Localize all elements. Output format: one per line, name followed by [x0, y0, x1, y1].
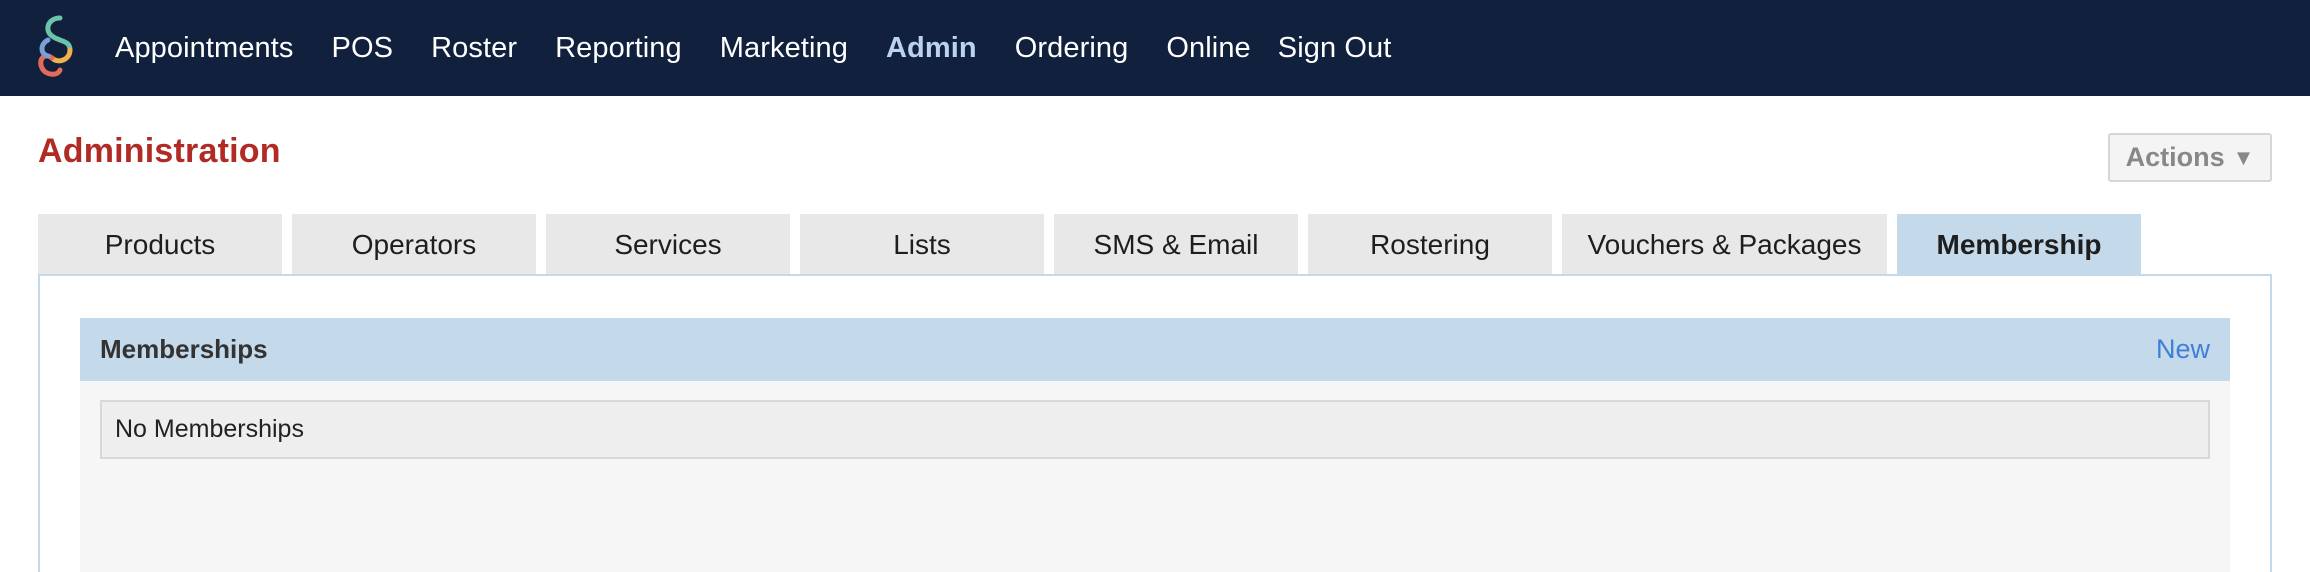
page-title: Administration — [38, 132, 281, 170]
memberships-header: Memberships New — [80, 318, 2230, 381]
new-membership-link[interactable]: New — [2155, 334, 2210, 364]
tab-products[interactable]: Products — [38, 214, 282, 275]
nav-appointments[interactable]: Appointments — [115, 31, 294, 64]
tab-operators[interactable]: Operators — [292, 214, 536, 275]
nav-roster[interactable]: Roster — [431, 31, 518, 64]
caret-down-icon: ▼ — [2232, 144, 2255, 170]
actions-button-label: Actions — [2125, 142, 2225, 172]
admin-tabs: Products Operators Services Lists SMS & … — [38, 214, 2151, 276]
app-logo-icon[interactable] — [30, 14, 84, 80]
section-title: Memberships — [100, 334, 268, 364]
tab-sms-email[interactable]: SMS & Email — [1054, 214, 1298, 275]
nav-reporting[interactable]: Reporting — [555, 31, 682, 64]
top-navigation-bar: Appointments POS Roster Reporting Market… — [0, 0, 2310, 96]
tab-vouchers-packages[interactable]: Vouchers & Packages — [1562, 214, 1887, 275]
nav-marketing[interactable]: Marketing — [719, 31, 848, 64]
nav-sign-out[interactable]: Sign Out — [1277, 31, 1392, 64]
nav-pos[interactable]: POS — [331, 31, 394, 64]
empty-state-message: No Memberships — [100, 400, 2210, 459]
nav-ordering[interactable]: Ordering — [1014, 31, 1129, 64]
tab-membership[interactable]: Membership — [1897, 214, 2141, 275]
tab-rostering[interactable]: Rostering — [1308, 214, 1552, 275]
tab-services[interactable]: Services — [546, 214, 790, 275]
nav-online[interactable]: Online — [1166, 31, 1251, 64]
nav-admin[interactable]: Admin — [885, 31, 977, 64]
tab-lists[interactable]: Lists — [800, 214, 1044, 275]
actions-dropdown-button[interactable]: Actions ▼ — [2108, 133, 2272, 182]
main-menu: Appointments POS Roster Reporting Market… — [115, 0, 1429, 96]
